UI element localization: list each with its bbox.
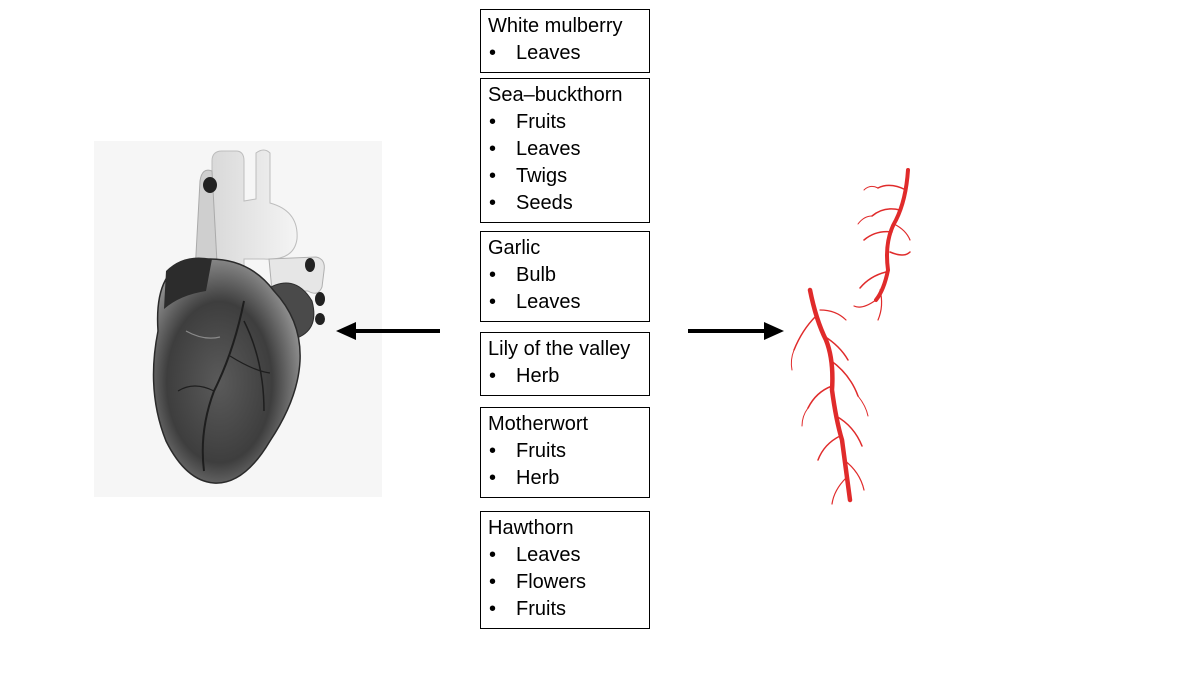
plant-box-sea-buckthorn: Sea–buckthorn •Fruits •Leaves •Twigs •Se…	[480, 78, 650, 223]
heart-icon	[152, 149, 325, 484]
bullet-icon: •	[489, 42, 497, 64]
arrow-right-icon	[688, 320, 784, 342]
list-item: •Leaves	[488, 289, 643, 316]
part-list: •Fruits •Leaves •Twigs •Seeds	[488, 109, 643, 217]
blood-vessels-illustration	[780, 160, 930, 520]
plant-box-white-mulberry: White mulberry •Leaves	[480, 9, 650, 73]
arrow-left-icon	[336, 320, 440, 342]
bullet-icon: •	[489, 467, 497, 489]
bullet-icon: •	[489, 291, 497, 313]
list-item: •Herb	[488, 465, 643, 492]
bullet-icon: •	[489, 440, 497, 462]
blood-vessels-icon	[790, 168, 911, 505]
bullet-icon: •	[489, 264, 497, 286]
plant-box-motherwort: Motherwort •Fruits •Herb	[480, 407, 650, 498]
plant-name: Hawthorn	[488, 517, 574, 539]
plant-name: Motherwort	[488, 413, 589, 435]
part-list: •Leaves •Flowers •Fruits	[488, 542, 643, 623]
plant-box-lily-of-the-valley: Lily of the valley •Herb	[480, 332, 650, 396]
list-item: •Fruits	[488, 109, 643, 136]
list-item: •Bulb	[488, 262, 643, 289]
plant-name: Sea–buckthorn	[488, 84, 623, 106]
plant-box-garlic: Garlic •Bulb •Leaves	[480, 231, 650, 322]
bullet-icon: •	[489, 165, 497, 187]
list-item: •Herb	[488, 363, 643, 390]
plant-name: White mulberry	[488, 15, 623, 37]
bullet-icon: •	[489, 571, 497, 593]
list-item: •Leaves	[488, 136, 643, 163]
plant-box-hawthorn: Hawthorn •Leaves •Flowers •Fruits	[480, 511, 650, 629]
plant-name: Lily of the valley	[488, 338, 631, 360]
list-item: •Leaves	[488, 542, 643, 569]
plant-name: Garlic	[488, 237, 541, 259]
bullet-icon: •	[489, 544, 497, 566]
part-list: •Leaves	[488, 40, 643, 67]
list-item: •Flowers	[488, 569, 643, 596]
bullet-icon: •	[489, 192, 497, 214]
list-item: •Fruits	[488, 438, 643, 465]
list-item: •Fruits	[488, 596, 643, 623]
list-item: •Twigs	[488, 163, 643, 190]
bullet-icon: •	[489, 598, 497, 620]
part-list: •Bulb •Leaves	[488, 262, 643, 316]
bullet-icon: •	[489, 365, 497, 387]
heart-illustration	[94, 141, 382, 497]
bullet-icon: •	[489, 111, 497, 133]
bullet-icon: •	[489, 138, 497, 160]
part-list: •Herb	[488, 363, 643, 390]
list-item: •Leaves	[488, 40, 643, 67]
list-item: •Seeds	[488, 190, 643, 217]
part-list: •Fruits •Herb	[488, 438, 643, 492]
